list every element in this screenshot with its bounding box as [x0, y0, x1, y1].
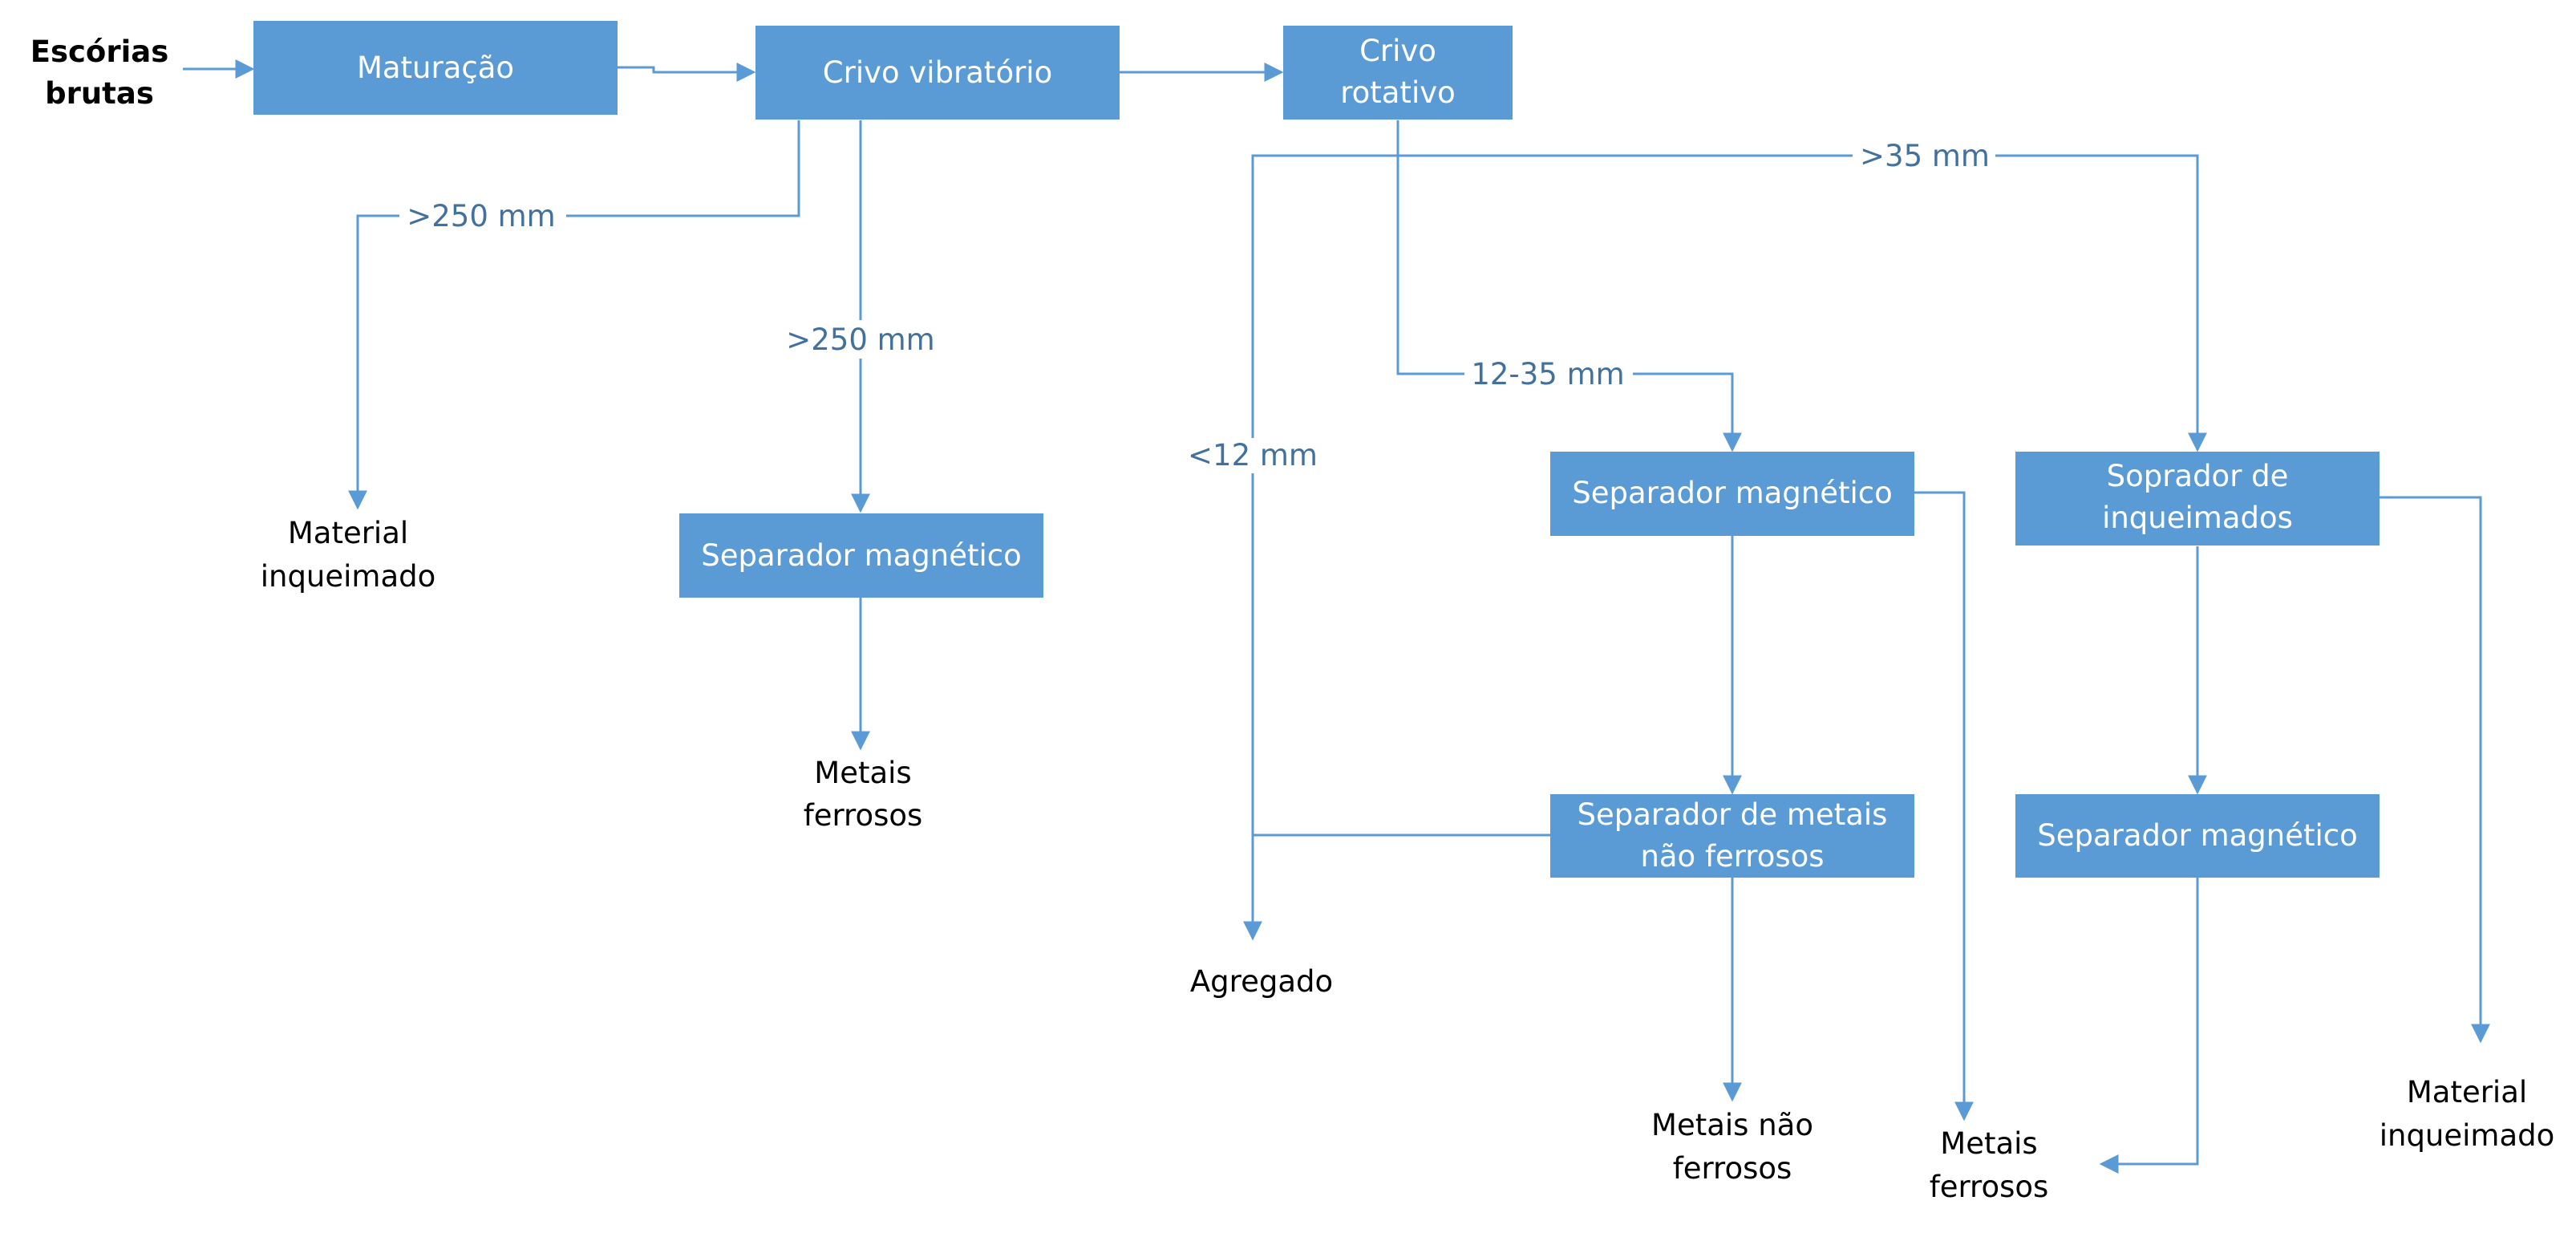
- box-crivo-rotativo-label-1: Crivo: [1359, 34, 1436, 68]
- output-metais-ferrosos-2-line-1: Metais: [1940, 1126, 2037, 1161]
- input-label: Escórias brutas: [30, 34, 169, 111]
- box-separador-nao-ferrosos-label-1: Separador de metais: [1578, 797, 1888, 832]
- arrow-crivo-rotativo-to-agregado: [1243, 154, 1397, 941]
- output-material-inqueimado-2-line-1: Material: [2407, 1075, 2527, 1109]
- output-metais-nao-ferrosos-line-1: Metais não: [1651, 1108, 1813, 1142]
- box-soprador-label-1: Soprador de: [2107, 459, 2289, 493]
- output-metais-ferrosos-2: Metais ferrosos: [1930, 1126, 2049, 1204]
- output-metais-ferrosos-1-line-2: ferrosos: [804, 798, 923, 833]
- arrow-separador-magnetico-2-to-metais-ferrosos: [1914, 491, 1974, 1121]
- arrow-soprador-to-material-inqueimado: [2380, 496, 2490, 1044]
- input-label-line-2: brutas: [45, 76, 154, 111]
- box-crivo-rotativo-label-2: rotativo: [1340, 75, 1456, 110]
- arrow-maturacao-to-crivo-vibratorio: [618, 63, 756, 82]
- edge-label-gt250-down: >250 mm: [786, 322, 934, 357]
- box-maturacao-label: Maturação: [357, 51, 514, 85]
- output-material-inqueimado-2: Material inqueimado: [2380, 1075, 2555, 1153]
- output-metais-ferrosos-2-line-2: ferrosos: [1930, 1170, 2049, 1204]
- box-separador-magnetico-1-label: Separador magnético: [701, 538, 1022, 573]
- output-metais-nao-ferrosos: Metais não ferrosos: [1651, 1108, 1813, 1186]
- output-material-inqueimado-1-line-2: inqueimado: [261, 559, 436, 594]
- input-label-line-1: Escórias: [30, 34, 169, 69]
- box-separador-magnetico-3: Separador magnético: [2015, 794, 2380, 878]
- arrow-crivo-rotativo-to-soprador: [1397, 154, 2207, 452]
- arrow-crivo-vibratorio-to-material-inqueimado: [348, 120, 800, 510]
- output-metais-ferrosos-1: Metais ferrosos: [804, 756, 923, 833]
- box-separador-nao-ferrosos: Separador de metais não ferrosos: [1550, 794, 1914, 878]
- arrow-separador-magnetico-3-to-metais-ferrosos: [2099, 878, 2199, 1174]
- edge-label-12-35: 12-35 mm: [1471, 357, 1624, 391]
- output-metais-ferrosos-1-line-1: Metais: [814, 756, 911, 790]
- box-separador-magnetico-2: Separador magnético: [1550, 452, 1914, 536]
- box-separador-magnetico-1: Separador magnético: [679, 513, 1043, 598]
- output-material-inqueimado-1-line-1: Material: [288, 516, 408, 550]
- box-crivo-vibratorio: Crivo vibratório: [755, 26, 1120, 120]
- box-separador-magnetico-3-label: Separador magnético: [2037, 818, 2358, 853]
- edge-label-lt12: <12 mm: [1188, 438, 1318, 473]
- box-crivo-vibratorio-label: Crivo vibratório: [823, 55, 1052, 90]
- output-agregado: Agregado: [1190, 964, 1333, 999]
- box-soprador-label-2: inqueimados: [2102, 501, 2293, 535]
- box-crivo-rotativo: Crivo rotativo: [1283, 26, 1513, 120]
- edge-labels: >250 mm >250 mm >35 mm 12-35 mm <12 mm: [399, 137, 1995, 473]
- edge-label-gt35: >35 mm: [1860, 139, 1990, 173]
- output-metais-nao-ferrosos-line-2: ferrosos: [1673, 1151, 1792, 1186]
- connectors: [183, 59, 2490, 1174]
- box-separador-nao-ferrosos-label-2: não ferrosos: [1640, 839, 1824, 874]
- output-material-inqueimado-2-line-2: inqueimado: [2380, 1118, 2555, 1153]
- box-soprador-inqueimados: Soprador de inqueimados: [2015, 452, 2380, 546]
- output-agregado-text: Agregado: [1190, 964, 1333, 999]
- box-separador-magnetico-2-label: Separador magnético: [1572, 476, 1893, 510]
- edge-label-gt250-left: >250 mm: [407, 199, 555, 233]
- arrow-crivo-rotativo-to-separador-magnetico-2: [1396, 120, 1742, 452]
- output-material-inqueimado-1: Material inqueimado: [261, 516, 436, 594]
- box-maturacao: Maturação: [253, 21, 618, 115]
